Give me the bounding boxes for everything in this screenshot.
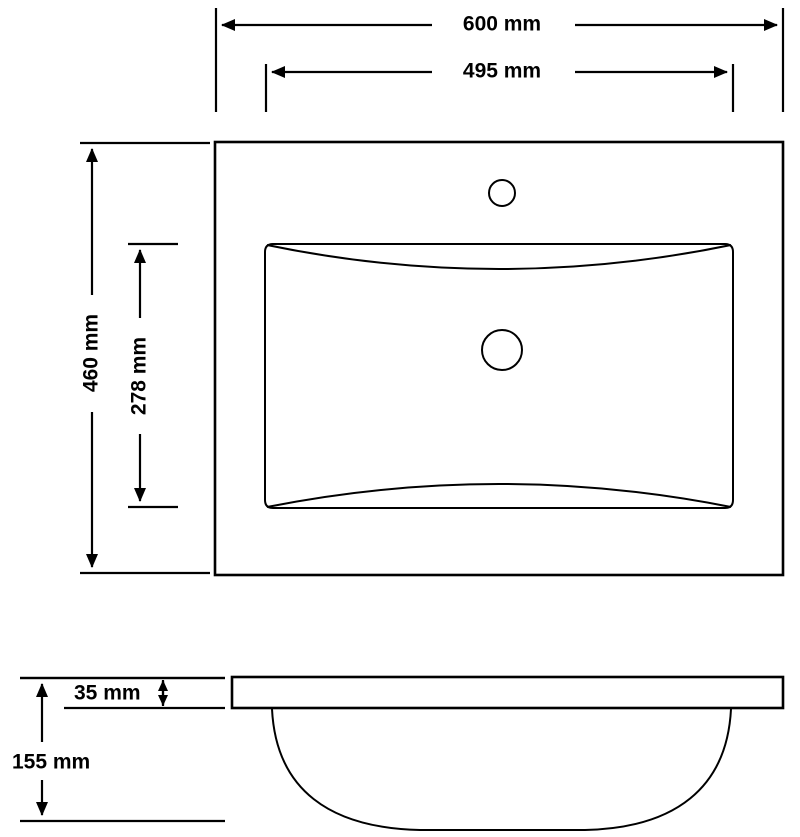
dimension-label-basin-width: 495 mm bbox=[463, 60, 541, 83]
dimension-label-overall-depth: 460 mm bbox=[80, 314, 103, 392]
dimension-label-overall-height: 155 mm bbox=[12, 751, 90, 774]
dimension-label-slab-thickness: 35 mm bbox=[74, 682, 141, 705]
dimension-label-overall-width: 600 mm bbox=[463, 13, 541, 36]
tap-hole-icon bbox=[488, 179, 516, 207]
dimension-label-basin-depth: 278 mm bbox=[128, 337, 151, 415]
basin-outline bbox=[264, 243, 734, 509]
drain-hole-icon bbox=[481, 329, 523, 371]
countertop-slab bbox=[230, 675, 785, 710]
countertop-outline bbox=[213, 140, 785, 577]
basin-bottom-curve bbox=[266, 483, 732, 508]
basin-top-curve bbox=[266, 244, 732, 270]
bowl-profile bbox=[271, 708, 732, 831]
